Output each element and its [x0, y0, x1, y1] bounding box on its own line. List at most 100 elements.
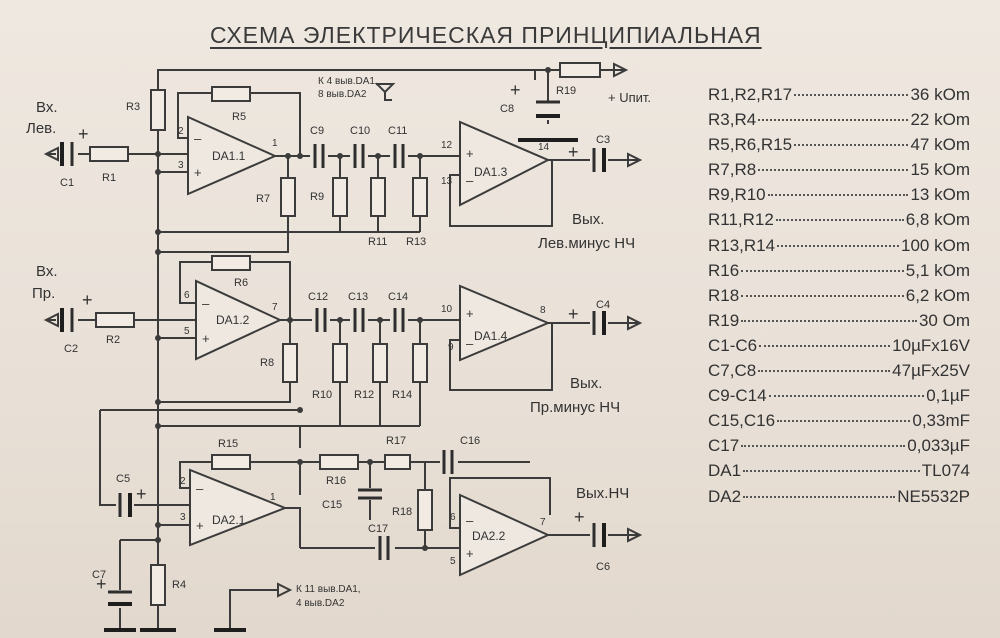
- part-name: DA2: [708, 486, 742, 506]
- circuit-schematic: DA1.1 DA1.2 DA1.3 DA1.4 DA2.1 DA2.2 – + …: [26, 62, 651, 632]
- svg-text:–: –: [194, 131, 202, 146]
- component-label: R10: [312, 389, 332, 401]
- component-label: R13: [406, 236, 426, 248]
- part-value: 6,2 kOm: [905, 285, 970, 305]
- power-note: К 11 выв.DA1,: [296, 584, 361, 595]
- component-label: R11: [368, 236, 387, 248]
- part-name: R9,R10: [708, 185, 766, 205]
- svg-text:+: +: [568, 304, 579, 324]
- input-right-label: Пр.: [32, 285, 55, 302]
- svg-text:–: –: [466, 336, 474, 351]
- pin-number: 2: [178, 126, 184, 137]
- opamp-label: DA1.4: [474, 329, 508, 343]
- component-label: C1: [60, 177, 74, 189]
- opamp-label: DA2.2: [472, 529, 506, 543]
- component-label: R3: [126, 101, 140, 113]
- component-label: R19: [556, 85, 576, 97]
- component-label: R1: [102, 172, 116, 184]
- part-name: C15,C16: [708, 411, 776, 431]
- svg-text:+: +: [194, 165, 202, 180]
- opamp-label: DA2.1: [212, 513, 246, 527]
- pin-number: 7: [540, 517, 546, 528]
- signal-arrows: [43, 62, 643, 598]
- opamp-da2-1: [189, 468, 288, 547]
- pin-number: 5: [184, 326, 190, 337]
- opamp-da1-4: [459, 284, 551, 362]
- opamp-label: DA1.2: [216, 313, 250, 327]
- pin-number: 2: [180, 476, 186, 487]
- component-label: C6: [596, 561, 610, 573]
- part-name: R13,R14: [708, 235, 776, 255]
- part-value: 0,33mF: [912, 411, 970, 431]
- pin-number: 13: [441, 176, 453, 187]
- resistor-bodies: [89, 62, 601, 606]
- component-label: C10: [350, 125, 370, 137]
- parts-list-row: C15,C16 0,33mF: [708, 408, 970, 433]
- part-value: 0,1µF: [926, 386, 970, 406]
- svg-text:+: +: [196, 518, 204, 533]
- dotted-leader: [777, 420, 911, 423]
- svg-text:+: +: [202, 331, 210, 346]
- part-name: C17: [708, 436, 740, 456]
- part-value: 100 kOm: [901, 235, 970, 255]
- component-label: C16: [460, 435, 480, 447]
- part-value: 22 kOm: [910, 110, 970, 130]
- svg-text:–: –: [202, 296, 210, 311]
- part-name: C9-C14: [708, 386, 767, 406]
- svg-text:–: –: [466, 513, 474, 528]
- component-label: R5: [232, 111, 246, 123]
- opamp-da1-3: [459, 120, 551, 207]
- op-amp-input-signs: – + – + + – + – – + – +: [194, 131, 474, 561]
- component-label: C8: [500, 103, 514, 115]
- capacitor-bodies: [60, 100, 606, 632]
- parts-list-row: R3,R4 22 kOm: [708, 107, 970, 132]
- pin-number: 9: [448, 342, 454, 353]
- component-label: C2: [64, 343, 78, 355]
- component-label: C3: [596, 134, 610, 146]
- output-right-label: Пр.минус НЧ: [530, 399, 620, 416]
- input-left-label: Лев.: [26, 120, 56, 137]
- input-right-label: Вх.: [36, 263, 58, 280]
- supply-label: + Uпит.: [608, 90, 651, 105]
- parts-list-row: C9-C14 0,1µF: [708, 383, 970, 408]
- component-label: R9: [310, 191, 324, 203]
- svg-text:+: +: [574, 507, 585, 527]
- component-label: C14: [388, 291, 408, 303]
- junction-dots: [155, 67, 551, 551]
- opamp-label: DA1.3: [474, 165, 508, 179]
- svg-text:+: +: [96, 574, 107, 594]
- component-label: C9: [310, 125, 324, 137]
- dotted-leader: [741, 269, 904, 272]
- pin-numbers: 2 3 1 6 5 7 12 13 14 10 9 8 2 3 1 6 5 7: [178, 126, 550, 567]
- svg-text:+: +: [466, 146, 474, 161]
- pin-number: 3: [180, 512, 186, 523]
- pin-number: 1: [272, 138, 278, 149]
- dotted-leader: [741, 445, 906, 448]
- part-name: C7,C8: [708, 361, 757, 381]
- opamp-label: DA1.1: [212, 149, 246, 163]
- svg-text:+: +: [78, 124, 89, 144]
- opamp-da2-2: [459, 493, 551, 577]
- part-value: 5,1 kOm: [905, 260, 970, 280]
- component-label: R4: [172, 579, 186, 591]
- component-label: R18: [392, 506, 412, 518]
- svg-text:+: +: [466, 306, 474, 321]
- signal-labels: Вх. Лев. Вх. Пр. Вых. Лев.минус НЧ Вых. …: [26, 76, 651, 609]
- component-label: C4: [596, 299, 610, 311]
- part-name: R3,R4: [708, 110, 757, 130]
- part-name: R7,R8: [708, 160, 757, 180]
- part-name: R5,R6,R15: [708, 135, 793, 155]
- part-value: 36 kOm: [910, 85, 970, 104]
- part-value: 30 Om: [918, 310, 970, 330]
- pin-number: 10: [441, 304, 453, 315]
- svg-text:–: –: [196, 481, 204, 496]
